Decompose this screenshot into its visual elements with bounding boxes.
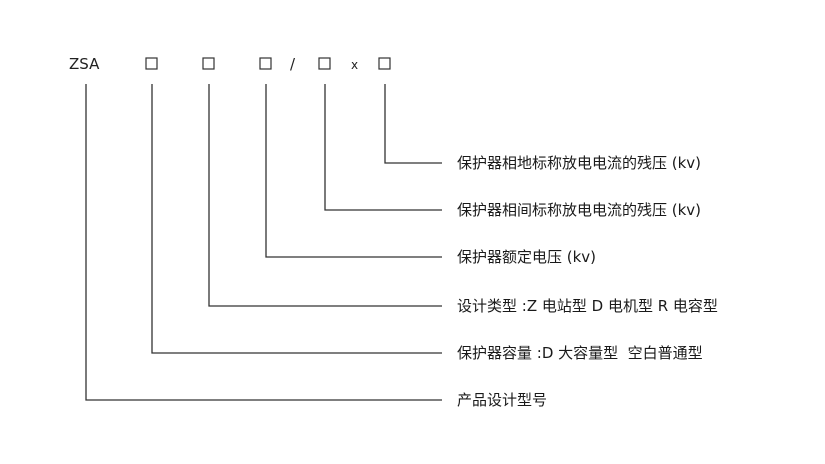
connector-product-design-model	[85, 84, 442, 401]
placeholder-box-design-type	[202, 57, 215, 70]
label-rated-voltage: 保护器额定电压 (kv)	[457, 248, 596, 266]
connector-phase-ground	[384, 84, 442, 164]
label-design-type: 设计类型 :Z 电站型 D 电机型 R 电容型	[457, 297, 718, 315]
placeholder-box-capacity	[145, 57, 158, 70]
placeholder-box-phase-ground	[378, 57, 391, 70]
placeholder-box-phase-phase	[318, 57, 331, 70]
label-product-design-model: 产品设计型号	[457, 391, 547, 409]
connector-design-type	[208, 84, 442, 307]
model-prefix-text: ZSA	[69, 55, 100, 73]
label-capacity: 保护器容量 :D 大容量型 空白普通型	[457, 344, 703, 362]
connector-capacity	[151, 84, 442, 354]
label-residual-voltage-phase-phase: 保护器相间标称放电电流的残压 (kv)	[457, 201, 701, 219]
slash-text: /	[290, 55, 296, 73]
times-text: x	[351, 58, 358, 72]
label-residual-voltage-phase-ground: 保护器相地标称放电电流的残压 (kv)	[457, 154, 701, 172]
connector-phase-phase	[324, 84, 442, 211]
connector-rated-voltage	[265, 84, 442, 258]
placeholder-box-rated-voltage	[259, 57, 272, 70]
